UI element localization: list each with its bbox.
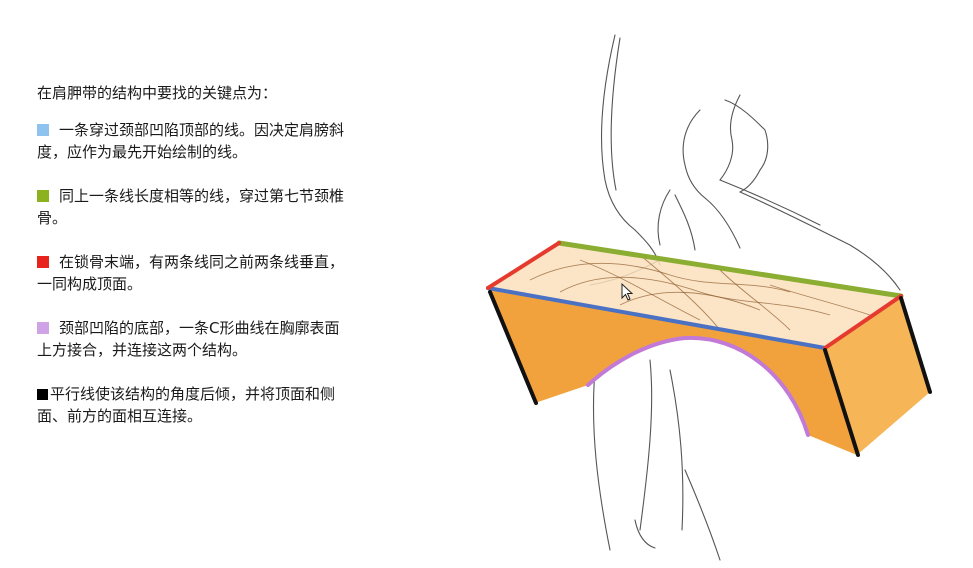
shoulder-girdle-illustration [486,34,932,561]
black-square-bullet [37,389,48,400]
key-point-black: 平行线使该结构的角度后倾，并将顶面和侧 面、前方的面相互连接。 [37,383,417,427]
key-point-line: 一条穿过颈部凹陷顶部的线。因决定肩膀斜 [37,119,417,141]
black-edge-left [488,290,538,405]
purple-square-bullet [37,322,49,334]
key-point-line: 上方接合，并连接这两个结构。 [37,341,248,359]
key-point-line: 骨。 [37,209,68,227]
key-point-red: 在锁骨末端，有两条线同之前两条线垂直， 一同构成顶面。 [37,251,417,295]
top-face-sketch [529,254,871,331]
key-point-line: 平行线使该结构的角度后倾，并将顶面和侧 [37,383,417,405]
key-point-text: 同上一条线长度相等的线，穿过第七节颈椎 [59,187,345,205]
key-point-text: 在锁骨末端，有两条线同之前两条线垂直， [59,253,345,271]
key-point-line: 颈部凹陷的底部，一条C形曲线在胸廓表面 [37,317,417,339]
key-point-green: 同上一条线长度相等的线，穿过第七节颈椎 骨。 [37,185,417,229]
key-point-purple: 颈部凹陷的底部，一条C形曲线在胸廓表面 上方接合，并连接这两个结构。 [37,317,417,361]
black-edge-right [899,296,932,394]
text-panel: 在肩胛带的结构中要找的关键点为： 一条穿过颈部凹陷顶部的线。因决定肩膀斜 度，应… [37,82,417,449]
key-point-text: 一条穿过颈部凹陷顶部的线。因决定肩膀斜 [59,121,345,139]
key-point-line: 面、前方的面相互连接。 [37,407,203,425]
red-square-bullet [37,256,49,268]
cursor-arrow-icon [621,282,634,301]
key-point-line: 度，应作为最先开始绘制的线。 [37,143,248,161]
key-point-line: 同上一条线长度相等的线，穿过第七节颈椎 [37,185,417,207]
key-point-line: 在锁骨末端，有两条线同之前两条线垂直， [37,251,417,273]
side-face [825,296,930,455]
front-face [488,288,857,455]
black-edge-middle [823,348,860,457]
purple-c-curve [586,335,810,437]
key-point-text: 颈部凹陷的底部，一条C形曲线在胸廓表面 [59,319,340,337]
top-face [488,243,901,348]
key-point-blue: 一条穿过颈部凹陷顶部的线。因决定肩膀斜 度，应作为最先开始绘制的线。 [37,119,417,163]
green-line [556,240,904,299]
green-square-bullet [37,190,49,202]
red-line-left [486,241,561,290]
red-line-right [823,294,903,350]
key-point-text: 平行线使该结构的角度后倾，并将顶面和侧 [50,385,336,403]
blue-square-bullet [37,124,49,136]
intro-text: 在肩胛带的结构中要找的关键点为： [37,84,278,102]
key-point-line: 一同构成顶面。 [37,275,143,293]
blue-line [486,286,827,350]
